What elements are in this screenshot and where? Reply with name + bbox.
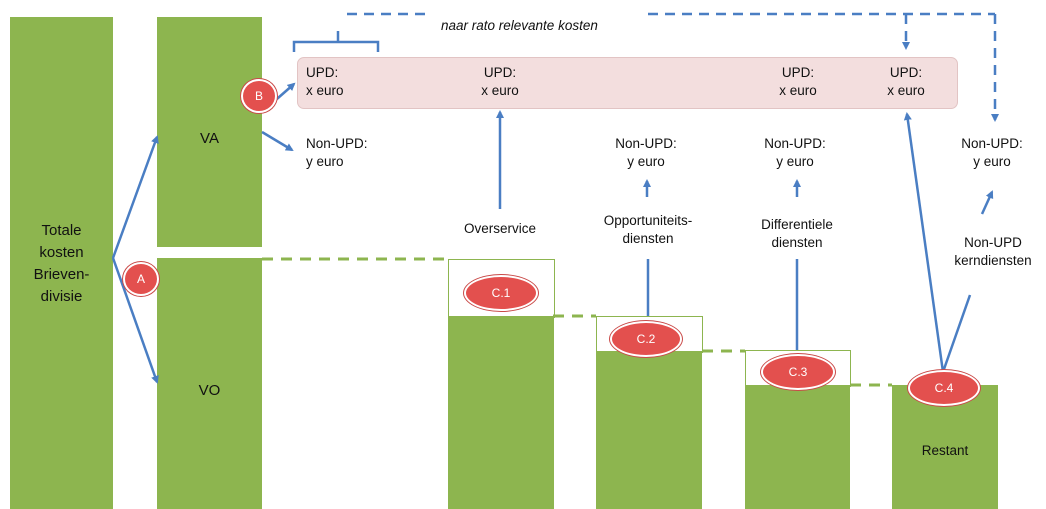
- arrow-c4-upd: [903, 112, 945, 373]
- arrow-a-va: [111, 135, 159, 259]
- upd-3: UPD:x euro: [779, 65, 817, 98]
- opportuniteit-label: Opportuniteits-diensten: [603, 213, 693, 246]
- bar-c1: [448, 316, 554, 509]
- badge-c1: C.1: [464, 275, 538, 311]
- badge-c3: C.3: [761, 354, 835, 390]
- badge-c2: C.2: [610, 321, 682, 357]
- total-costs-block: [10, 17, 113, 509]
- nonupd-4: Non-UPD:y euro: [961, 136, 1023, 169]
- va-label: VA: [200, 130, 219, 147]
- nonupd-3: Non-UPD:y euro: [764, 136, 826, 169]
- overservice-label: Overservice: [463, 221, 536, 236]
- upd-2: UPD:x euro: [481, 65, 519, 98]
- total-costs-label: Totale kosten Brieven- divisie: [33, 222, 90, 305]
- upd-band: [297, 57, 958, 109]
- nonupd-2: Non-UPD:y euro: [615, 136, 677, 169]
- arrow-b-nonupd: [261, 130, 294, 152]
- va-block: [157, 17, 262, 247]
- bar-c3: [745, 385, 850, 509]
- badge-a: A: [123, 262, 159, 296]
- vo-block: [157, 258, 262, 509]
- arrow-kern-nonupd: [980, 190, 994, 215]
- bar-c2: [596, 351, 702, 509]
- badge-b: B: [241, 79, 277, 113]
- pro-rata-label: naar rato relevante kosten: [441, 18, 598, 33]
- badge-c4: C.4: [908, 370, 980, 406]
- arrow-a-vo: [111, 257, 159, 384]
- bracket: [292, 40, 380, 52]
- restant-label: Restant: [921, 443, 969, 458]
- upd-1: UPD:x euro: [306, 65, 344, 98]
- nonupd-1: Non-UPD:y euro: [306, 136, 368, 169]
- upd-4: UPD:x euro: [887, 65, 925, 98]
- vo-label: VO: [198, 382, 221, 399]
